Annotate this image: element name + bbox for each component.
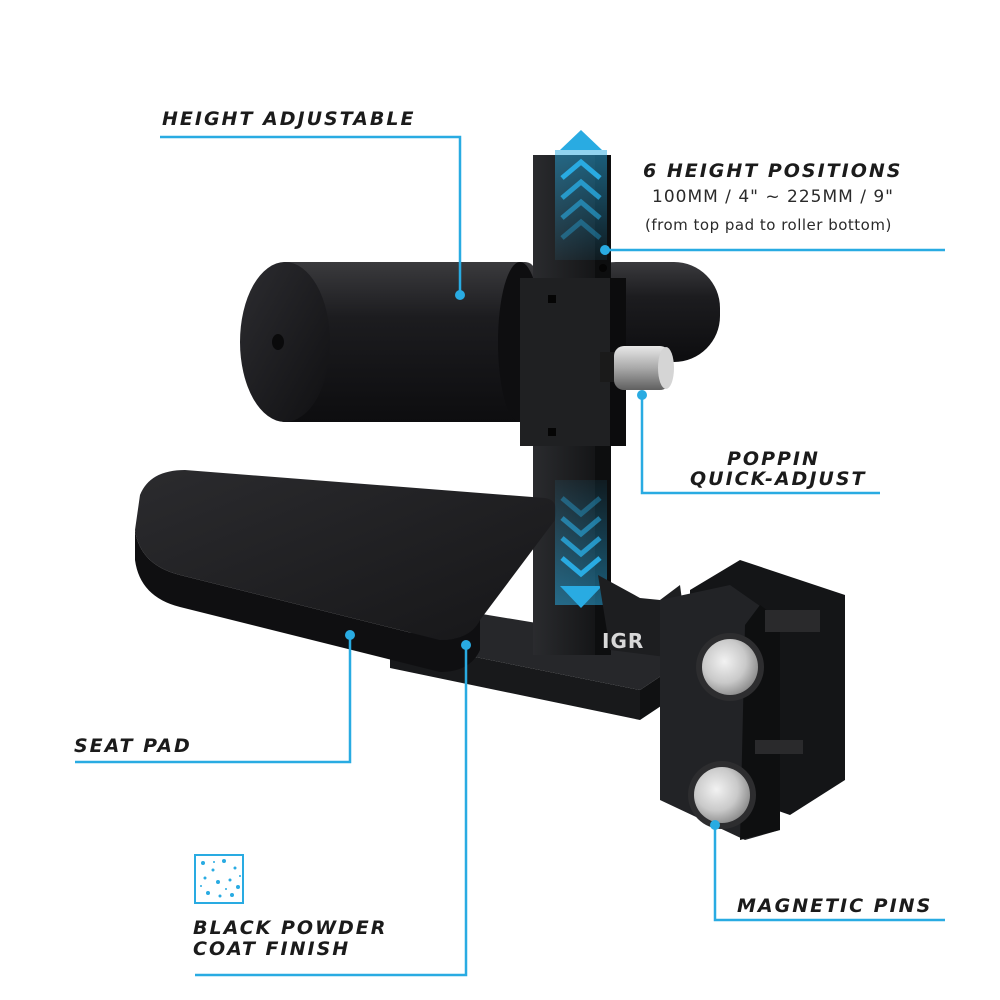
callout-lines xyxy=(75,135,945,977)
height-positions-note: (from top pad to roller bottom) xyxy=(645,216,892,234)
height-adjustable-label: HEIGHT ADJUSTABLE xyxy=(162,108,416,130)
poppin-label-line2: QUICK-ADJUST xyxy=(690,468,867,490)
svg-text:IGR: IGR xyxy=(602,629,644,653)
chevron-arrows-icon xyxy=(555,130,607,608)
front-roller xyxy=(240,262,542,422)
pop-pin-knob xyxy=(600,346,674,390)
powder-texture-icon xyxy=(194,854,244,904)
callout-dots xyxy=(345,245,720,830)
magnetic-pin-lower xyxy=(688,761,756,829)
powder-coat-label-line1: BLACK POWDER xyxy=(193,917,388,939)
magnetic-pin-upper xyxy=(696,633,764,701)
magnetic-pins-label: MAGNETIC PINS xyxy=(737,895,933,917)
post-sleeve xyxy=(520,278,626,446)
powder-coat-label-line2: COAT FINISH xyxy=(193,938,351,960)
seat-pad-label: SEAT PAD xyxy=(74,735,192,757)
poppin-label-line1: POPPIN xyxy=(727,448,820,470)
brand-mark: IGR xyxy=(602,629,644,653)
seat-pad-shape xyxy=(135,470,557,672)
height-positions-range: 100MM / 4" ~ 225MM / 9" xyxy=(652,187,894,207)
height-positions-title: 6 HEIGHT POSITIONS xyxy=(643,160,903,182)
